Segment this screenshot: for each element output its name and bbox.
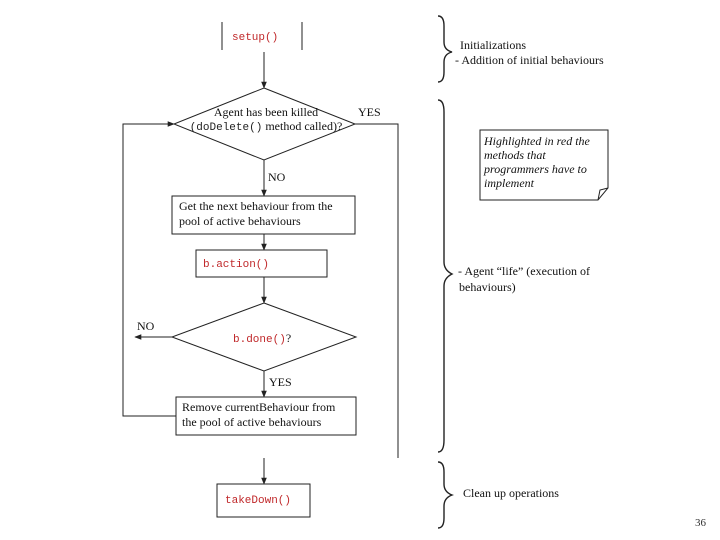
dodelete-method: (doDelete() [190, 122, 263, 134]
remove-line2: the pool of active behaviours [182, 415, 322, 429]
action-box: b.action() [195, 249, 328, 278]
yes-branch-line [355, 123, 399, 458]
brace-init [437, 15, 453, 83]
next-behaviour-box: Get the next behaviour from the pool of … [171, 195, 356, 235]
takedown-method-label: takeDown() [225, 495, 291, 507]
life-line2: behaviours) [459, 280, 516, 294]
killed-decision: Agent has been killed (doDelete() method… [172, 87, 357, 161]
note-line3: programmers have to [483, 162, 587, 176]
cleanup-label: Clean up operations [463, 486, 559, 500]
life-line1: - Agent “life” (execution of [458, 264, 590, 278]
page-number: 36 [695, 517, 706, 529]
setup-node: setup() [221, 22, 303, 50]
killed-question-line1: Agent has been killed [214, 105, 318, 119]
loop-back-line [122, 121, 176, 417]
no-label-left: NO [137, 319, 155, 333]
takedown-box: takeDown() [216, 483, 311, 518]
done-question: b.done()? [233, 331, 291, 346]
note-line2: methods that [484, 148, 546, 162]
note-line4: implement [484, 176, 535, 190]
done-question-mark: ? [286, 331, 291, 345]
action-method-label: b.action() [203, 259, 269, 271]
done-method-label: b.done() [233, 334, 286, 346]
brace-life [437, 99, 454, 453]
yes-label-bottom: YES [269, 375, 292, 389]
setup-method-label: setup() [232, 32, 278, 44]
init-subtitle: - Addition of initial behaviours [455, 53, 604, 67]
no-label-top: NO [268, 170, 286, 184]
next-behaviour-line1: Get the next behaviour from the [179, 199, 333, 213]
yes-label-top: YES [358, 105, 381, 119]
killed-question-line2: (doDelete() method called)? [190, 119, 343, 134]
remove-line1: Remove currentBehaviour from [182, 400, 336, 414]
brace-cleanup [437, 461, 454, 529]
killed-question-rest: method called)? [262, 119, 342, 133]
note-line1: Highlighted in red the [483, 134, 591, 148]
done-decision: b.done()? [170, 302, 358, 372]
next-behaviour-line2: pool of active behaviours [179, 214, 301, 228]
note-box: Highlighted in red the methods that prog… [479, 129, 609, 201]
remove-behaviour-box: Remove currentBehaviour from the pool of… [175, 396, 357, 436]
init-title: Initializations [460, 38, 526, 52]
